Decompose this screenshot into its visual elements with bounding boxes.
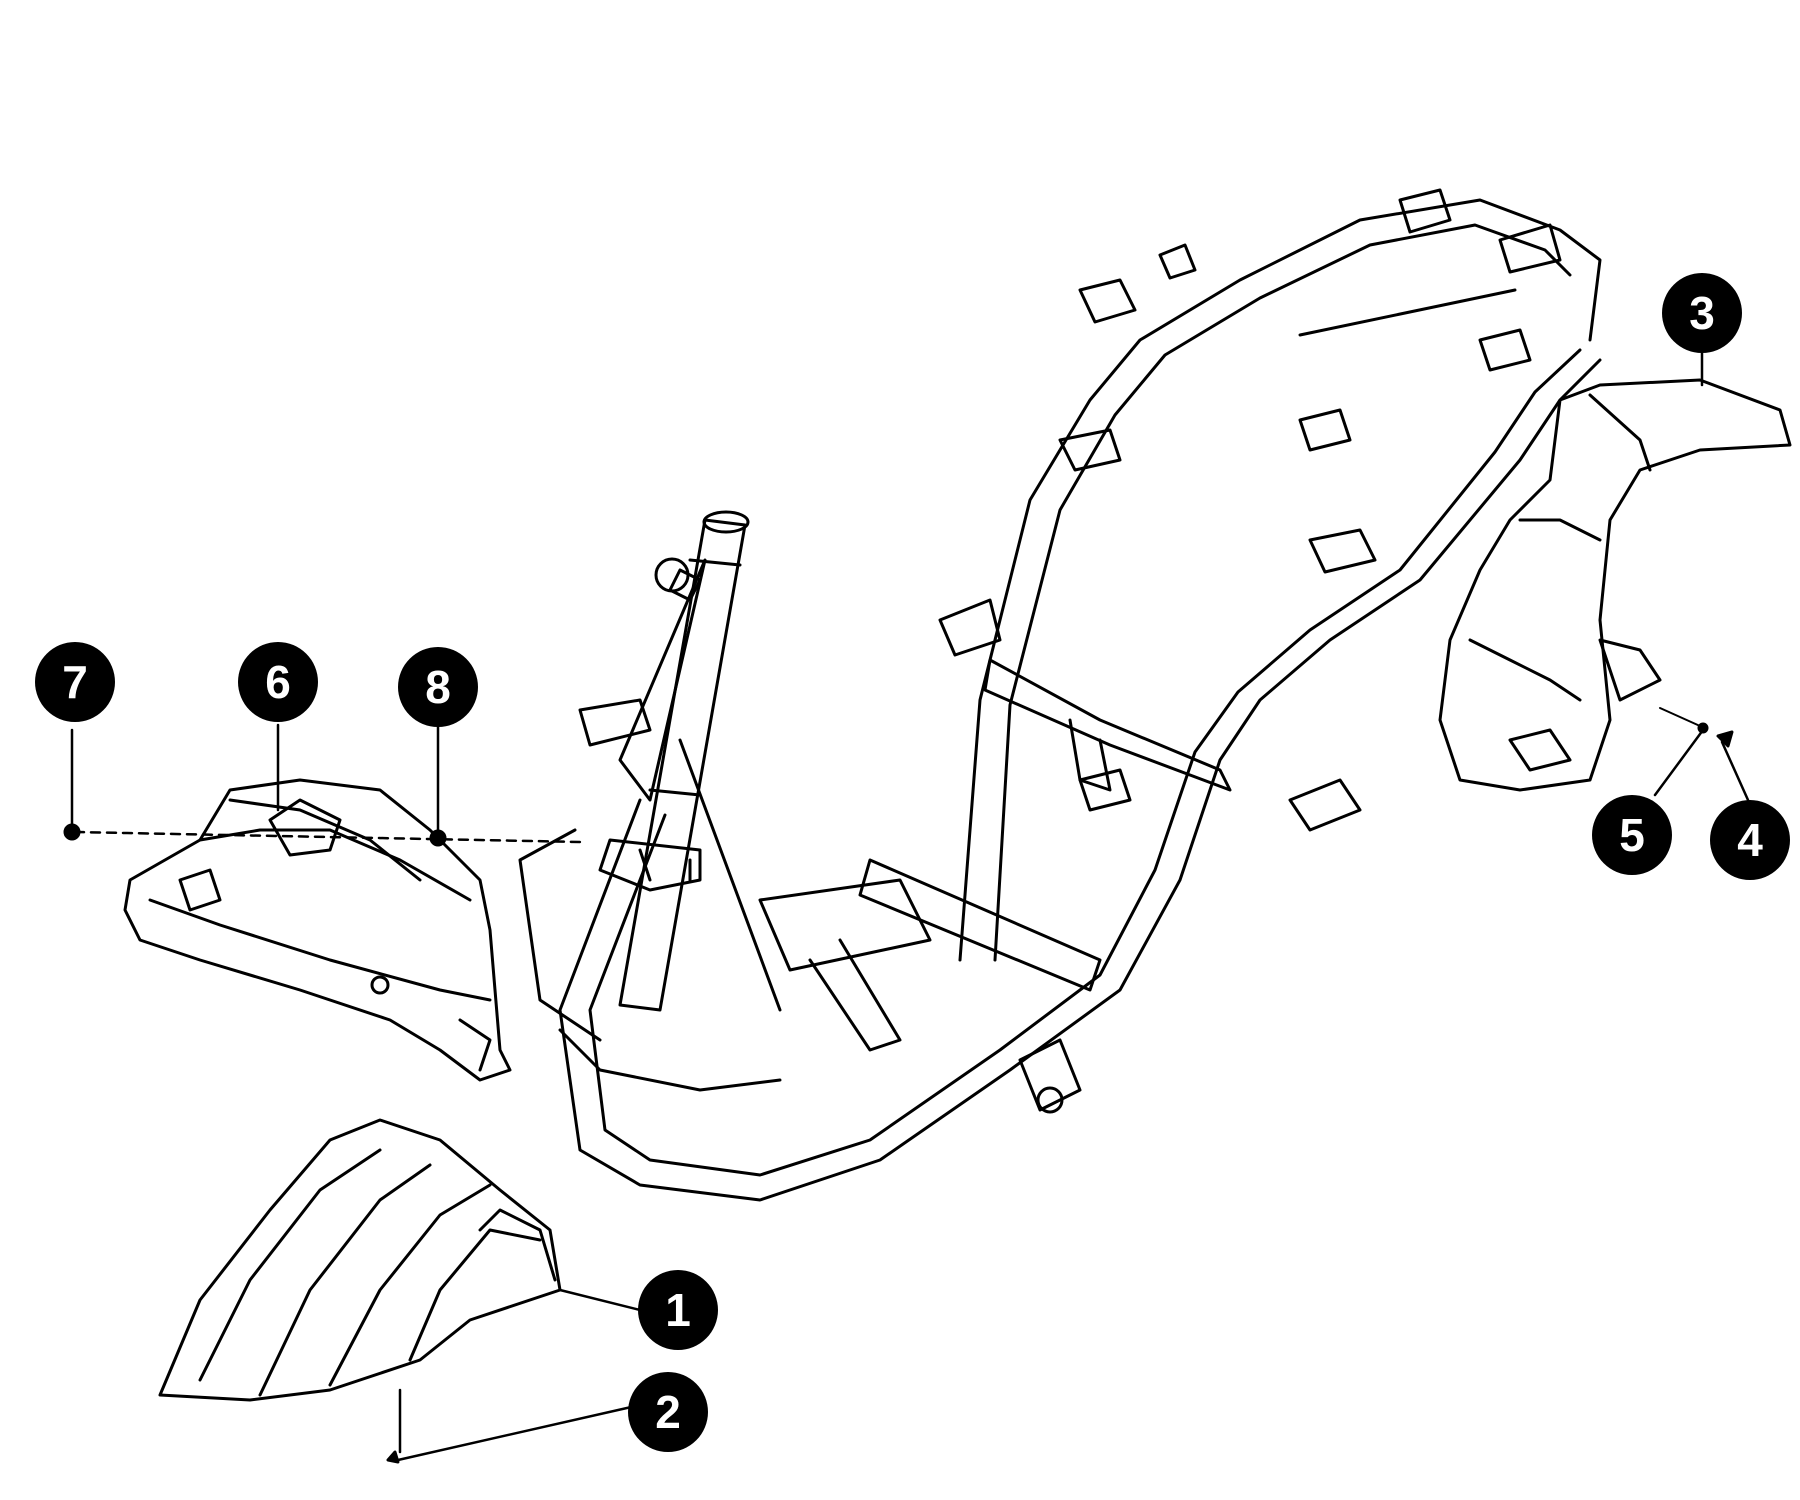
- front-inner-panel: [123, 778, 512, 1082]
- callouts: 1 2 3 4 5 6 7 8: [35, 273, 1790, 1452]
- callout-6: 6: [238, 642, 318, 722]
- callout-7: 7: [35, 642, 115, 722]
- svg-text:8: 8: [425, 661, 451, 713]
- rear-fender: [1438, 378, 1792, 792]
- screw-4-icon: [1716, 730, 1734, 748]
- screw-7-icon: [63, 823, 81, 841]
- callout-1: 1: [638, 1270, 718, 1350]
- scooter-frame: [518, 188, 1602, 1202]
- svg-text:7: 7: [62, 656, 88, 708]
- svg-text:6: 6: [265, 656, 291, 708]
- callout-5: 5: [1592, 795, 1672, 875]
- callout-2: 2: [628, 1372, 708, 1452]
- svg-text:2: 2: [655, 1386, 681, 1438]
- fasteners: [63, 707, 1734, 1464]
- nut-8-icon: [429, 829, 447, 847]
- callout-4: 4: [1710, 800, 1790, 880]
- svg-text:3: 3: [1689, 287, 1715, 339]
- callout-3: 3: [1662, 273, 1742, 353]
- front-fender: [158, 1118, 562, 1402]
- leader-lines: [70, 348, 1750, 1462]
- svg-text:1: 1: [665, 1284, 691, 1336]
- svg-text:4: 4: [1737, 814, 1763, 866]
- svg-text:5: 5: [1619, 809, 1645, 861]
- callout-8: 8: [398, 647, 478, 727]
- screw-2-icon: [386, 1450, 400, 1464]
